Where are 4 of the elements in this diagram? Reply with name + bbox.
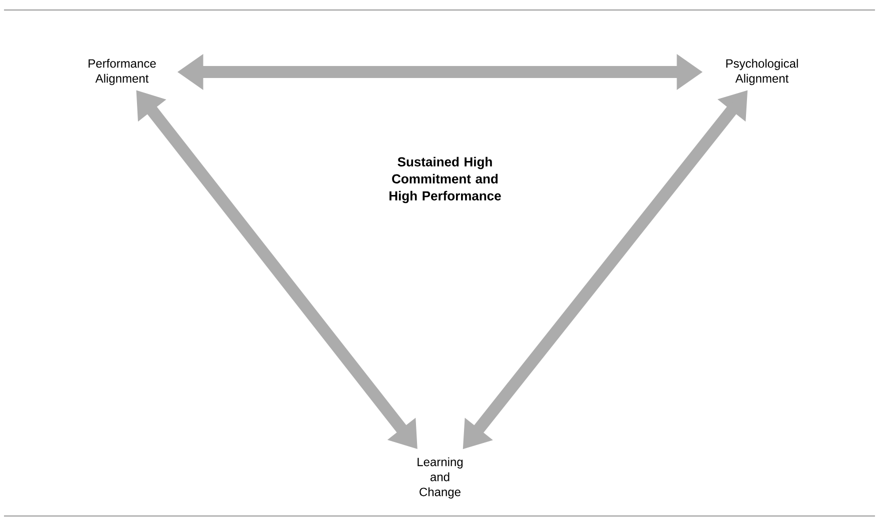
node-label: Performance Alignment	[88, 58, 156, 86]
center-text: Sustained High Commitment and High Performance	[390, 156, 501, 204]
node-label: Learning and Change	[418, 457, 463, 499]
node-label: Psychological Alignment	[726, 58, 798, 86]
